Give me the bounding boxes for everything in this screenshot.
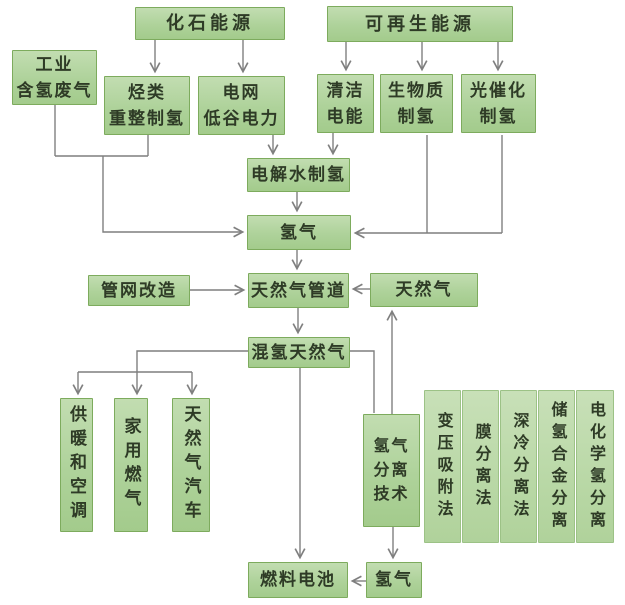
node-cryogenic-separation: 深冷分离法	[500, 390, 537, 543]
node-hydrogen-storage-alloy-separation: 储氢合金分离	[538, 390, 575, 543]
node-photocatalytic-hydrogen: 光催化 制氢	[461, 74, 536, 133]
node-fossil-energy: 化石能源	[135, 7, 285, 40]
node-clean-electricity: 清洁 电能	[317, 74, 374, 133]
node-membrane-separation: 膜分离法	[462, 390, 499, 543]
node-renewable-energy: 可再生能源	[327, 6, 513, 42]
node-hydrocarbon-reforming: 烃类 重整制氢	[104, 76, 190, 135]
node-hydrogen-separation-technology: 氢气 分离 技术	[363, 414, 420, 527]
node-hydrogen-blended-natural-gas: 混氢天然气	[248, 337, 350, 368]
node-pipeline-network-renovation: 管网改造	[88, 275, 190, 306]
node-water-electrolysis: 电解水制氢	[247, 158, 350, 192]
node-hydrogen-gas-lower: 氢气	[366, 562, 422, 598]
node-natural-gas: 天然气	[370, 273, 478, 307]
node-household-gas: 家用燃气	[114, 398, 148, 532]
node-natural-gas-pipeline: 天然气管道	[248, 273, 349, 308]
node-heating-and-aircon: 供暖和空调	[60, 398, 93, 532]
node-hydrogen-gas-upper: 氢气	[247, 215, 351, 250]
node-industrial-hydrogen-waste-gas: 工业 含氢废气	[12, 50, 97, 105]
connector-blended-left-branch	[136, 350, 248, 372]
node-grid-offpeak-power: 电网 低谷电力	[198, 76, 285, 135]
node-pressure-swing-adsorption: 变压吸附法	[424, 390, 461, 543]
node-biomass-hydrogen: 生物质 制氢	[380, 74, 453, 133]
node-natural-gas-vehicle: 天然气汽车	[172, 398, 210, 532]
node-fuel-cell: 燃料电池	[248, 562, 348, 598]
connector-left-to-hydrogen	[102, 156, 245, 238]
node-electrochemical-hydrogen-separation: 电化学氢分离	[576, 390, 614, 543]
connector-blended-to-separation	[350, 350, 375, 413]
